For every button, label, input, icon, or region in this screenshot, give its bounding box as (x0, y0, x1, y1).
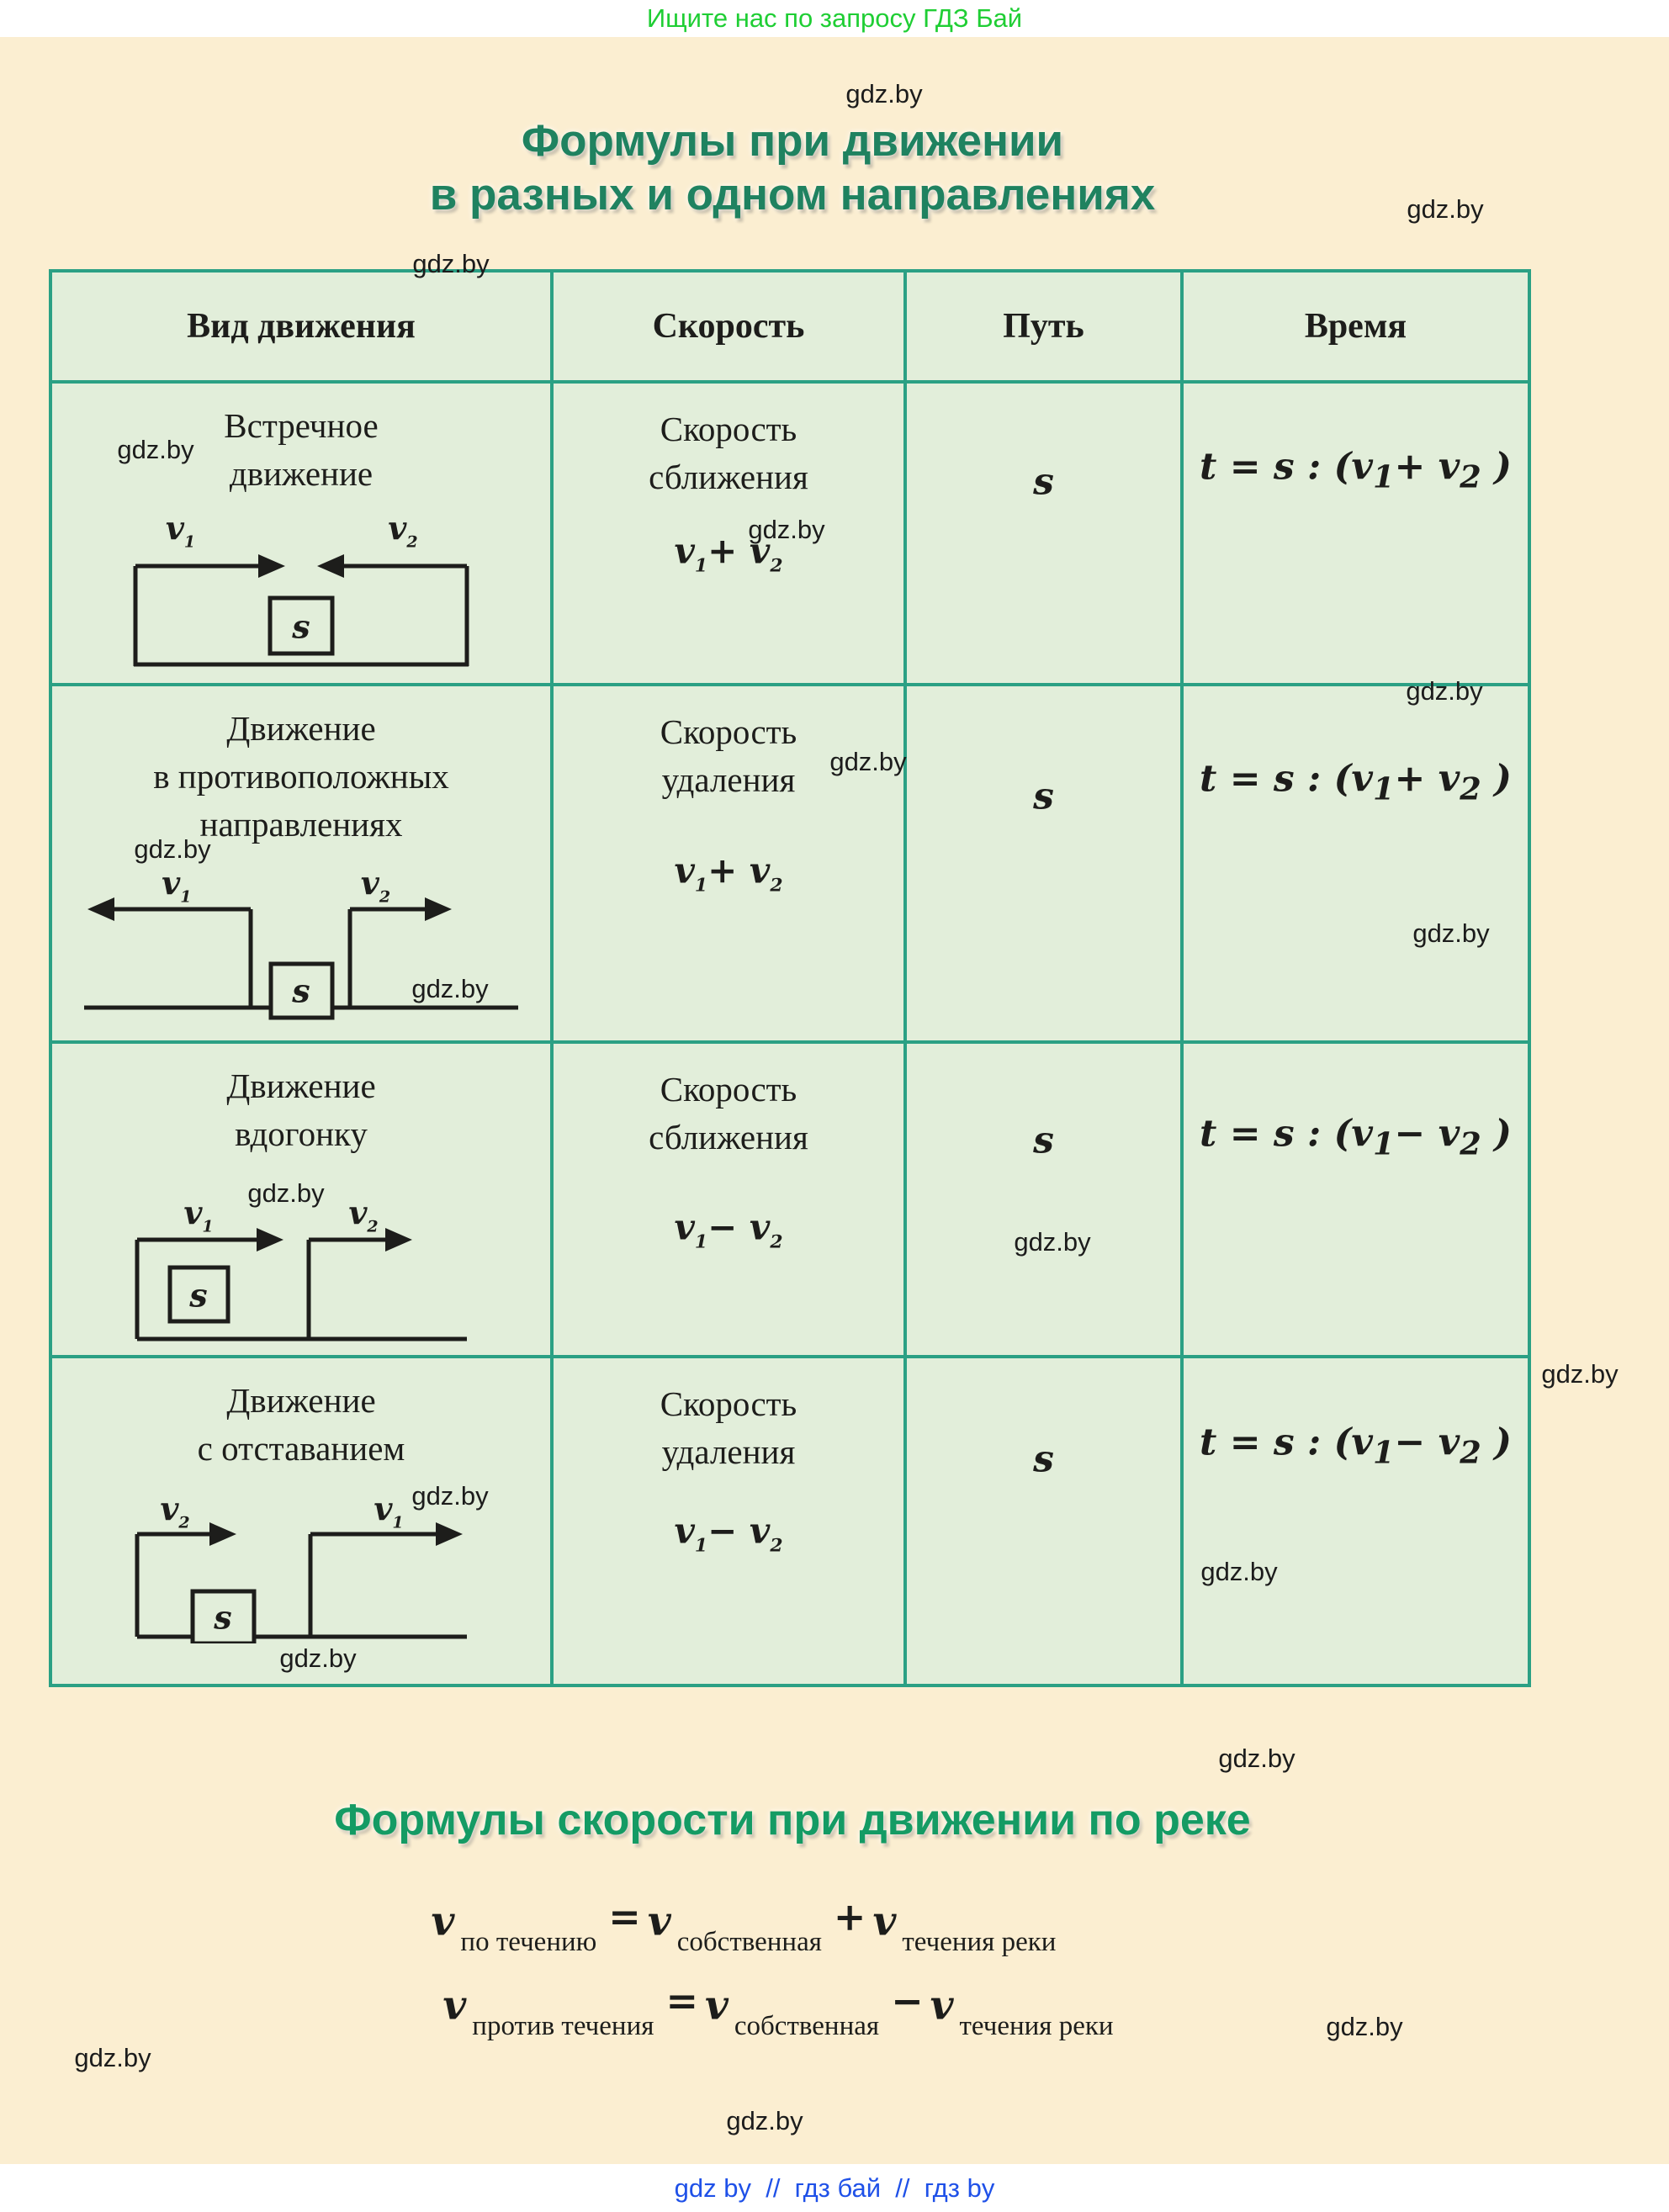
cell-motion-type: Движение с отставанием v2 v1 s (49, 1355, 554, 1687)
speed-title: Скорость удаления (660, 712, 797, 799)
motion-diagram-lagging: v2 v1 s (133, 1490, 469, 1643)
path-symbol: s (1033, 775, 1054, 818)
speed-v1-label: v1 (374, 1490, 404, 1532)
page-title-line1: Формулы при движении (521, 116, 1064, 166)
page-title: Формулы при движении в разных и одном на… (0, 114, 1669, 222)
time-formula: t = s : (v1+ v2 ) (1200, 757, 1512, 807)
speed-v1-label: v1 (165, 509, 196, 552)
page-title-line2: в разных и одном направлениях (429, 170, 1156, 220)
v-symbol: v (442, 1982, 467, 2029)
speed-formula: v1+ v2 (674, 849, 783, 897)
table-row: Движение вдогонку v1 v2 s Скорость (49, 1040, 1531, 1358)
speed-v2-label: v2 (360, 864, 391, 907)
speed-v2-label: v2 (160, 1490, 190, 1532)
v-subscript: течения реки (959, 2010, 1114, 2041)
header-motion-type: Вид движения (49, 269, 554, 384)
speed-v1-label: v1 (162, 864, 192, 907)
diagram-graphic (133, 554, 469, 667)
equals-sign: = (608, 1894, 641, 1939)
motion-type-title: Встречное движение (224, 406, 379, 493)
speed-formula: v1+ v2 (674, 530, 783, 577)
path-symbol: s (1033, 1437, 1054, 1481)
cell-speed: Скорость удаления v1− v2 (550, 1355, 907, 1687)
motion-diagram-pursuit: v1 v2 s (133, 1193, 469, 1343)
v-symbol: v (647, 1897, 671, 1945)
v-subscript: по течению (460, 1926, 597, 1957)
cell-time: t = s : (v1− v2 ) (1180, 1040, 1531, 1358)
time-formula: t = s : (v1− v2 ) (1200, 1421, 1512, 1471)
header-path: Путь (903, 269, 1184, 384)
cell-time: t = s : (v1+ v2 ) (1180, 683, 1531, 1044)
cell-motion-type: Встречное движение v1 v2 s (49, 380, 554, 686)
header-speed: Скорость (550, 269, 907, 384)
watermark: gdz.by (845, 79, 923, 108)
top-banner: Ищите нас по запросу ГДЗ Бай (0, 0, 1669, 37)
time-formula: t = s : (v1+ v2 ) (1200, 445, 1512, 495)
distance-box-label: s (189, 1276, 208, 1315)
v-symbol: v (872, 1897, 897, 1945)
speed-formula: v1− v2 (674, 1510, 783, 1557)
motion-diagram-meeting: v1 v2 s (129, 509, 474, 671)
v-symbol: v (704, 1982, 729, 2029)
motion-type-title: Движение вдогонку (226, 1066, 376, 1153)
speed-title: Скорость удаления (660, 1384, 797, 1471)
v-subscript: против течения (472, 2010, 654, 2041)
top-banner-text: Ищите нас по запросу ГДЗ Бай (646, 3, 1023, 33)
equals-sign: = (665, 1978, 698, 2024)
cell-path: s (903, 1355, 1184, 1687)
speed-title: Скорость сближения (649, 1070, 808, 1156)
minus-sign: − (891, 1978, 924, 2024)
cell-speed: Скорость сближения v1+ v2 (550, 380, 907, 686)
cell-time: t = s : (v1− v2 ) (1180, 1355, 1531, 1687)
cell-motion-type: Движение в противоположных направлениях … (49, 683, 554, 1044)
plus-sign: + (833, 1894, 866, 1939)
river-section-title: Формулы скорости при движении по реке (334, 1796, 1251, 1844)
cell-motion-type: Движение вдогонку v1 v2 s (49, 1040, 554, 1358)
speed-title: Скорость сближения (649, 410, 808, 496)
watermark: gdz.by (726, 2106, 803, 2135)
speed-v2-label: v2 (348, 1193, 379, 1236)
v-symbol: v (431, 1897, 455, 1945)
table-row: Встречное движение v1 v2 s Скорость сбли… (49, 380, 1531, 686)
speed-v2-label: v2 (388, 509, 418, 552)
motion-type-title: Движение в противоположных направлениях (153, 709, 449, 844)
watermark: gdz.by (1218, 1744, 1295, 1773)
table-row: Движение с отставанием v2 v1 s Скорост (49, 1355, 1531, 1687)
cell-path: s (903, 380, 1184, 686)
diagram-graphic (135, 1228, 467, 1341)
path-symbol: s (1033, 460, 1054, 504)
time-formula: t = s : (v1− v2 ) (1200, 1112, 1512, 1162)
speed-formula: v1− v2 (674, 1206, 783, 1253)
distance-box-label: s (292, 971, 310, 1010)
table-header-row: Вид движения Скорость Путь Время (49, 269, 1531, 384)
cell-path: s (903, 1040, 1184, 1358)
cell-time: t = s : (v1+ v2 ) (1180, 380, 1531, 686)
v-subscript: собственная (676, 1926, 822, 1957)
header-time: Время (1180, 269, 1531, 384)
footer-bar: gdz by // гдз бай // гдз by (0, 2164, 1669, 2212)
watermark: gdz.by (74, 2043, 151, 2072)
cell-path: s (903, 683, 1184, 1044)
diagram-graphic (84, 897, 518, 1020)
cell-speed: Скорость удаления v1+ v2 (550, 683, 907, 1044)
path-symbol: s (1033, 1119, 1054, 1162)
table-row: Движение в противоположных направлениях … (49, 683, 1531, 1044)
motion-formulas-table: Вид движения Скорость Путь Время Встречн… (49, 269, 1531, 1687)
distance-box-label: s (292, 607, 310, 646)
v-subscript: течения реки (902, 1926, 1057, 1957)
watermark: gdz.by (1541, 1359, 1619, 1389)
speed-v1-label: v1 (183, 1193, 214, 1236)
diagram-graphic (135, 1522, 467, 1643)
motion-diagram-opposite: v1 v2 s (82, 864, 520, 1020)
v-subscript: собственная (734, 2010, 880, 2041)
motion-type-title: Движение с отставанием (197, 1381, 405, 1468)
cell-speed: Скорость сближения v1− v2 (550, 1040, 907, 1358)
v-symbol: v (930, 1982, 954, 2029)
distance-box-label: s (214, 1598, 232, 1637)
footer-text: gdz by // гдз бай // гдз by (674, 2172, 995, 2203)
